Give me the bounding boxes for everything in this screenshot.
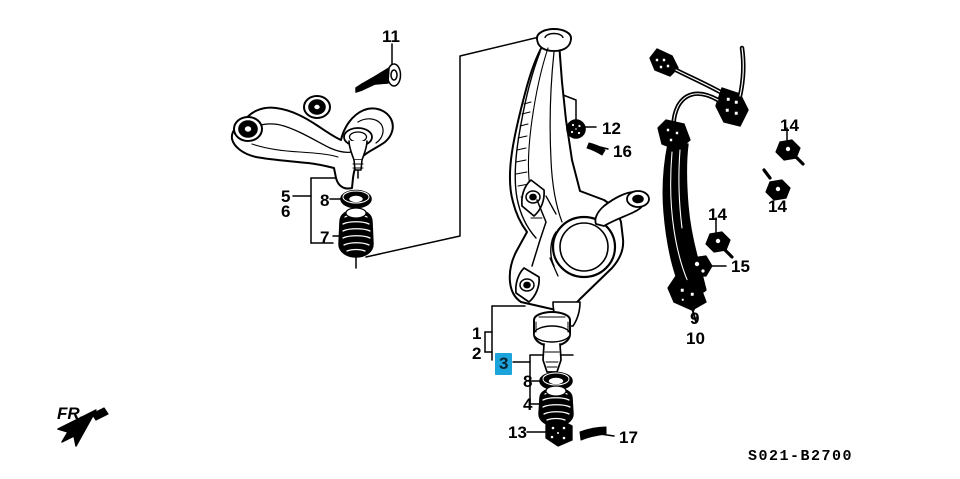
lower-castle-nut-illustration [545, 419, 573, 447]
callout-9[interactable]: 9 [690, 309, 700, 328]
sensor-harness-clip-illustration [685, 255, 713, 277]
callout-2[interactable]: 2 [472, 344, 482, 363]
lower-ball-joint-illustration [533, 311, 571, 373]
callout-16[interactable]: 16 [613, 142, 632, 161]
front-arrow-icon [57, 407, 109, 447]
callout-10[interactable]: 10 [686, 329, 705, 348]
callout-14-c[interactable]: 14 [708, 205, 727, 224]
callout-13[interactable]: 13 [508, 423, 527, 442]
callout-8-lower[interactable]: 8 [523, 372, 533, 391]
callout-14-b[interactable]: 14 [768, 197, 787, 216]
part-code-label: S021-B2700 [748, 448, 854, 465]
callout-7[interactable]: 7 [320, 228, 330, 247]
lower-ball-joint-boot-illustration [538, 385, 574, 427]
callout-4[interactable]: 4 [523, 395, 533, 414]
flange-bolt-illustration [355, 63, 402, 93]
callout-11[interactable]: 11 [382, 27, 400, 46]
upper-cotter-pin-illustration [586, 142, 606, 156]
callout-6[interactable]: 6 [281, 202, 291, 221]
front-direction-label: FR. [57, 404, 85, 423]
sensor-bolt-illustration-a [775, 139, 805, 166]
callout-8-upper[interactable]: 8 [320, 191, 330, 210]
upper-ball-joint-washer-illustration [340, 189, 372, 209]
callout-14-a[interactable]: 14 [780, 116, 799, 135]
abs-sensor-illustration [649, 45, 749, 323]
steering-knuckle-illustration [508, 28, 650, 327]
upper-control-arm-illustration [230, 95, 394, 190]
sensor-bolt-illustration-c [705, 231, 734, 259]
callout-3-highlighted[interactable]: 3 [495, 353, 513, 375]
callout-15[interactable]: 15 [731, 257, 750, 276]
sensor-bolt-illustration-b [762, 168, 791, 201]
lower-ball-joint-washer-illustration [539, 371, 573, 391]
upper-castle-nut-illustration [566, 119, 586, 139]
callout-5[interactable]: 5 [281, 187, 291, 206]
upper-ball-joint-boot-illustration [338, 207, 374, 258]
callout-1[interactable]: 1 [472, 324, 482, 343]
callout-17[interactable]: 17 [619, 428, 638, 447]
lower-cotter-pin-illustration [579, 426, 607, 441]
callout-12[interactable]: 12 [602, 119, 621, 138]
